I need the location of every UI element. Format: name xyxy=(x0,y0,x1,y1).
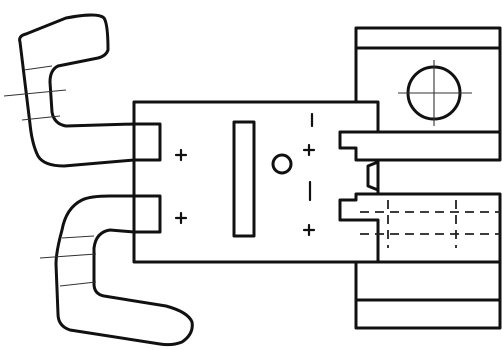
upper-arm-thread-line-2 xyxy=(21,115,61,121)
right-upper-block xyxy=(338,26,502,162)
plus-marker-2 xyxy=(174,211,188,225)
right-lower-block xyxy=(338,192,502,330)
lower-clamp-arm xyxy=(39,194,194,347)
lower-clamp-arm-outline xyxy=(54,194,194,347)
plate-right-notch xyxy=(366,160,380,192)
body-plate-outline xyxy=(132,100,380,264)
plus-marker-4 xyxy=(302,223,316,237)
center-slot xyxy=(232,120,256,238)
lower-arm-thread-line-2 xyxy=(59,281,97,287)
plus-marker-3 xyxy=(302,143,316,157)
upper-arm-thread-line-3 xyxy=(23,65,53,71)
upper-clamp-arm xyxy=(3,13,136,168)
lower-arm-thread-line-3 xyxy=(61,235,95,239)
center-hole xyxy=(271,153,293,175)
upper-arm-thread-line-1 xyxy=(3,89,67,97)
body-plate xyxy=(132,100,380,264)
upper-clamp-arm-outline xyxy=(18,13,136,168)
lower-arm-thread-line-1 xyxy=(39,253,97,259)
plus-marker-1 xyxy=(174,148,188,162)
